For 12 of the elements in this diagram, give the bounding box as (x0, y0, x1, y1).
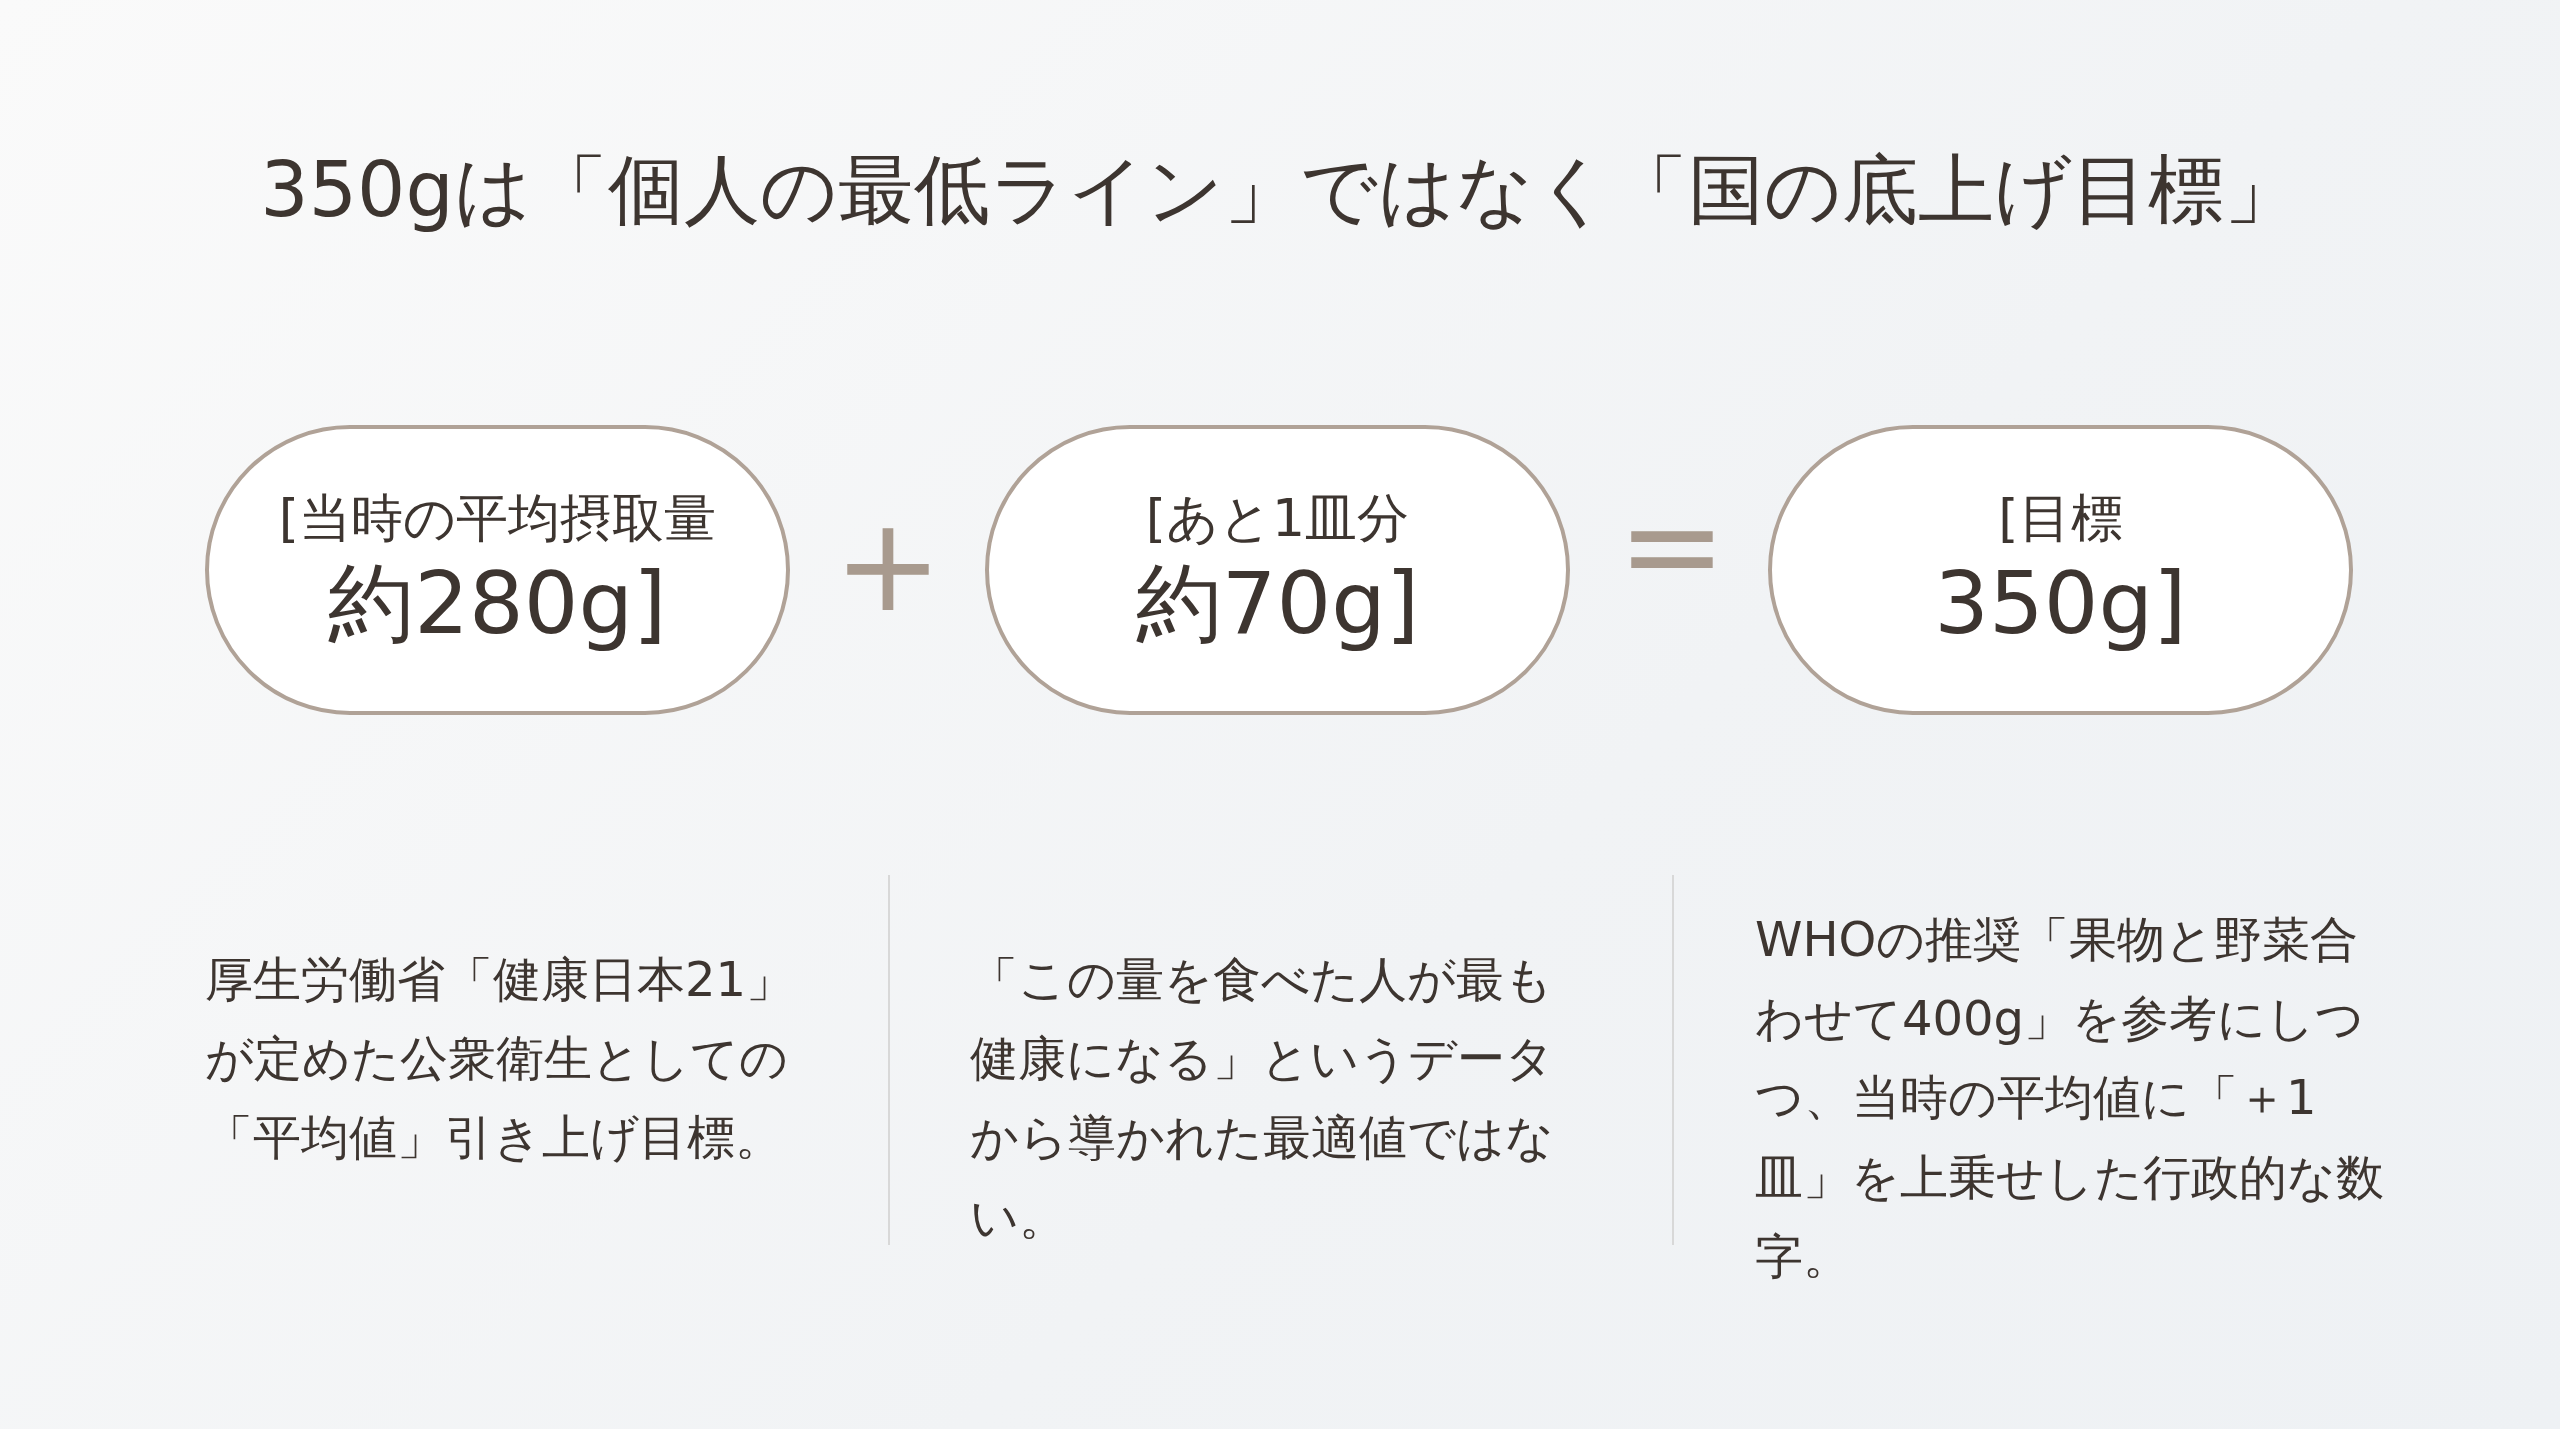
box-value: 約70g] (1135, 552, 1420, 656)
equals-sign: = (1616, 480, 1728, 610)
box-heading: [あと1皿分 (1145, 486, 1410, 550)
box-value: 約280g] (328, 552, 667, 656)
box-heading: [当時の平均摂取量 (278, 486, 717, 550)
plus-sign: + (832, 500, 944, 630)
description-text: 厚生労働省「健康日本21」が定めた公衆衛生としての「平均値」引き上げ目標。 (205, 950, 796, 1168)
description-text: WHOの推奨「果物と野菜合わせて400g」を参考にしつつ、当時の平均値に「＋1皿」を上乗せした行政的な数字。 (1755, 910, 2385, 1286)
box-heading: [目標 (1998, 486, 2123, 550)
box-value: 350g] (1934, 552, 2187, 656)
description-text: 「この量を食べた人が最も健康になる」というデータから導かれた最適値ではない。 (970, 950, 1555, 1247)
slide-title: 350gは「個人の最低ライン」ではなく「国の底上げ目標」 (260, 144, 2300, 236)
